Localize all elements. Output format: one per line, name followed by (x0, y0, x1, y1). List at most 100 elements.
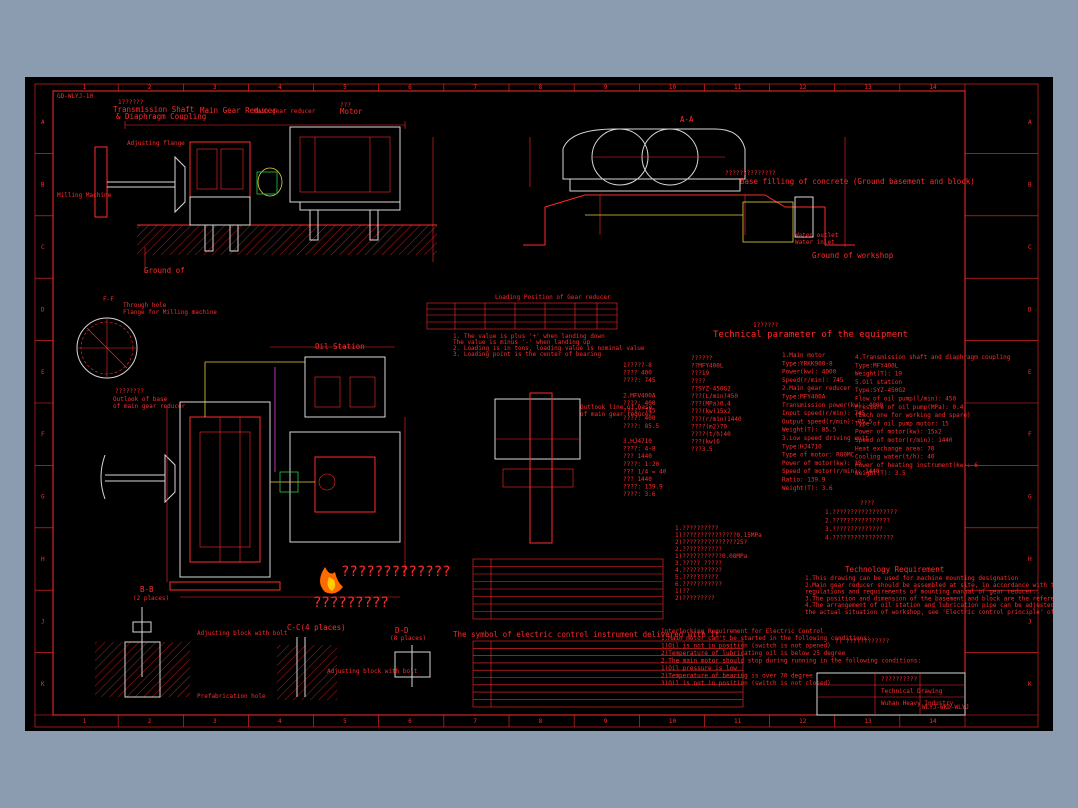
label-prefab: Prefabrication hole (197, 693, 266, 700)
electric-cn-line: 6.??????????? (675, 581, 722, 588)
param-b: Speed(r/min): 745 (782, 377, 844, 384)
tech-params: 1?????? Technical parameter of the equip… (623, 322, 1011, 498)
req-item: regulations and requirements of mounting… (805, 589, 1036, 596)
param-a: 1?????-8 (623, 362, 652, 369)
tb-title: Technical Drawing (881, 688, 943, 695)
param-cn: ??MFY400L (691, 363, 724, 370)
row-letter: J (41, 618, 45, 625)
param-c: Heat exchange area: 70 (855, 445, 935, 452)
param-a: ????: 3.6 (623, 491, 656, 498)
row-letter: D (1028, 306, 1032, 313)
electric-req-line: 2)Temperature of lubricating oil is belo… (661, 650, 846, 657)
param-cn: ???(r/min)1440 (691, 416, 742, 423)
ff-title: F-F (103, 296, 114, 303)
reducer-plan (179, 401, 271, 578)
col-number: 10 (669, 84, 677, 91)
col-number: 3 (213, 718, 217, 725)
cn-electric-list: ????????MFY400L???19??????SYZ-450G2???(L… (675, 355, 762, 602)
electric-req-line: 2)Temperature of bearing is over 70 degr… (661, 673, 813, 680)
req-cn-item: 3.?????????????? (825, 526, 883, 533)
elev-cn-1: 1?????? (118, 99, 144, 106)
col-number: 2 (148, 718, 152, 725)
row-letter: B (41, 182, 45, 189)
electric-req-line: 2.The main motor should stop during runn… (661, 658, 921, 665)
row-letter: C (1028, 244, 1032, 251)
electric-req-list: 1.Main motor can't be started in the fol… (661, 635, 921, 687)
electric-cn-line: 1)?? (675, 588, 690, 595)
param-b: Type:MFY400A (782, 394, 826, 401)
details: B-B (2 places) Adjusting block with bolt… (95, 585, 431, 700)
param-c: 5.Oil station (855, 379, 902, 386)
col-number: 2 (148, 84, 152, 91)
param-c: Cooling water(t/h): 40 (855, 454, 935, 461)
electric-cn-note: ?? ???????????? (835, 638, 890, 645)
main-motor (289, 126, 401, 203)
col-number: 12 (799, 84, 807, 91)
col-number: 6 (408, 718, 412, 725)
col-number: 1 (83, 718, 87, 725)
param-a: ??? 1/4 = 40 (623, 468, 667, 475)
label-ground-workshop: Ground of workshop (812, 251, 894, 260)
drawing-code-bottom: WLYJ-WKD-WLYJ (922, 704, 969, 711)
param-b: Weight(T): 85.5 (782, 427, 837, 434)
param-a: ????: 1:20 (623, 461, 660, 468)
param-b: 3.Low speed driving unit (782, 435, 869, 442)
req-item: the actual situation of workshop, see 'E… (805, 609, 1053, 616)
col-number: 9 (604, 718, 608, 725)
row-letter: E (1028, 369, 1032, 376)
param-a: 3.HJ4710 (623, 438, 652, 445)
req-cn-item: 4.????????????????? (825, 535, 894, 542)
row-letter: C (41, 244, 45, 251)
loading-note-2: The value is minus '-' when landing up (453, 339, 591, 346)
label-adjust-block: Adjusting block with bolt (327, 668, 418, 675)
param-c: 4.Transmission shaft and diaphragm coupl… (855, 354, 1011, 361)
label-outlook-r: Outlook line of base (580, 404, 653, 411)
label-milling: Milling Machine (57, 192, 112, 199)
param-c: Speed of motor(r/min): 1440 (855, 437, 953, 444)
electric-req-line: 3)Oil is not in position (switch is not … (661, 680, 831, 687)
param-c: Power of motor(kw): 15x2 (855, 429, 942, 436)
tb-company: ?????????? (881, 676, 918, 683)
tb-project: Wuhan Heavy Industry (881, 700, 954, 707)
row-letter: H (1028, 556, 1032, 563)
row-letter: F (41, 431, 45, 438)
electric-table: The symbol of electric control instrumen… (453, 558, 921, 708)
label-water-inlet: Water inlet (795, 239, 835, 246)
label-outlook: Outlook of base (113, 396, 168, 403)
param-a: ????: 85.5 (623, 423, 660, 430)
loading-table: Loading Position of Gear reducer 1. The … (426, 294, 645, 358)
row-letter: K (1028, 681, 1032, 688)
detail-b-sub: (2 places) (133, 595, 169, 602)
param-cn: ???19 (691, 370, 709, 377)
electric-cn-line: 4.??????????? (675, 567, 722, 574)
electric-cn-line: 2)???????????????25? (675, 539, 748, 546)
param-a: ???? 400 (623, 370, 652, 377)
elev-cn-3: ??? (340, 102, 351, 109)
param-b: Speed of motor(r/min): 1440 (782, 468, 880, 475)
param-b: Output speed(r/min): 85.5 (782, 418, 873, 425)
requirements: ???? 1.??????????????????2.?????????????… (805, 500, 1053, 616)
param-a: ????: 400 (623, 415, 656, 422)
param-c: Pressure of oil pump(MPa): 0.4 (855, 404, 964, 411)
col-number: 14 (929, 718, 937, 725)
electric-cn-line: 1)???????????????0.15MPa (675, 532, 762, 539)
label-reducer: Main Gear Reducer (200, 106, 277, 115)
col-number: 13 (864, 718, 872, 725)
param-b: 1.Main motor (782, 352, 826, 359)
col-number: 7 (473, 84, 477, 91)
param-c: (Each one for working and spare) (855, 412, 971, 419)
milling-flange (94, 146, 108, 218)
col-number: 13 (864, 84, 872, 91)
elevation-view: 1?????? Transmission Shaft & Diaphragm C… (57, 99, 437, 275)
col-number: 4 (278, 84, 282, 91)
param-cn: ???(L/min)450 (691, 393, 738, 400)
row-letter: D (41, 306, 45, 313)
col-number: 12 (799, 718, 807, 725)
param-b: Type:HJ4710 (782, 443, 822, 450)
reducer-base (189, 196, 251, 226)
req-list: 1.This drawing can be used for machine m… (805, 575, 1053, 616)
param-c: Type:MFY400L (855, 362, 899, 369)
req-title-cn: ???? (860, 500, 875, 507)
title-block: ?????????? Technical Drawing Wuhan Heavy… (816, 672, 969, 716)
